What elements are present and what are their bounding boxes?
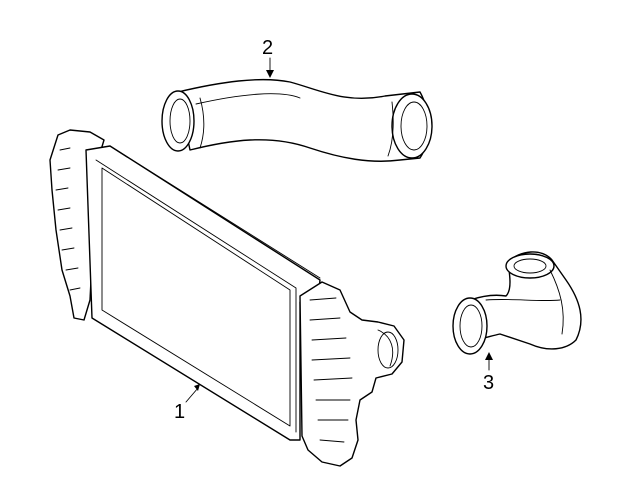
callout-label-2: 2 (262, 37, 273, 59)
callout-1: 1 (174, 384, 200, 423)
callout-label-3: 3 (483, 372, 494, 394)
callout-2: 2 (262, 37, 274, 78)
upper-hose[interactable] (161, 78, 433, 162)
callout-label-1: 1 (174, 401, 185, 423)
lower-hose[interactable] (452, 251, 582, 355)
intercooler[interactable] (49, 129, 405, 467)
callout-3: 3 (483, 352, 494, 394)
